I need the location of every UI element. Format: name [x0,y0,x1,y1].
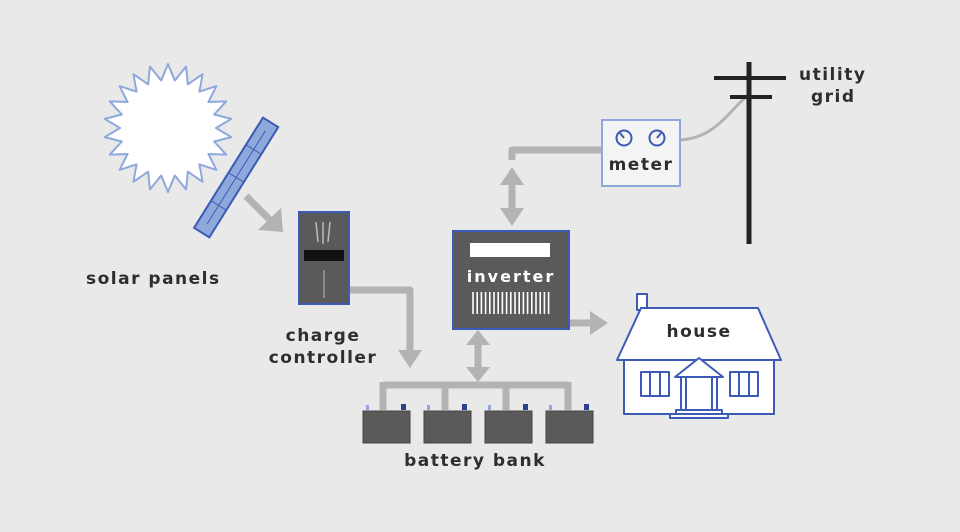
charge-controller-label-line1: charge [285,326,361,346]
solar-panels-label: solar panels [86,269,221,289]
house-window-right [729,371,759,397]
connection-lines [243,146,605,410]
arrow-down-inverter [500,208,524,226]
flow-arrows [258,167,608,382]
battery-1 [362,404,411,444]
inverter-display [470,243,550,257]
arrow-up-meter [500,167,524,185]
meter-to-grid-wire [679,96,746,142]
charge-controller-label-line2: controller [268,348,378,368]
arrow-panel-to-controller [258,208,283,232]
battery-bank-label: battery bank [404,451,546,471]
solar-panel-icon [192,116,280,239]
charge-controller-icon [298,211,350,305]
meter-feed-line [508,146,605,160]
house-label: house [666,322,732,342]
arrow-to-house [590,311,608,335]
house-window-left [640,371,670,397]
battery-4 [545,404,594,444]
battery-2 [423,404,472,444]
battery-bank-icon [362,404,594,444]
arrow-up-inverter [466,330,490,345]
battery-drop-lines [379,382,572,410]
meter-dial-left [615,129,633,147]
arrow-down-battery [466,367,490,382]
meter-icon [601,119,681,187]
controller-to-battery-line [350,286,414,352]
utility-grid-label: utility grid [799,64,866,108]
charge-controller-label: charge controller [258,325,388,369]
meter-label: meter [608,155,674,175]
house-icon [616,293,782,419]
inverter-icon [452,230,570,330]
utility-pole-icon [714,62,786,244]
meter-dial-right [648,129,666,147]
inverter-label: inverter [466,267,556,286]
battery-3 [484,404,533,444]
arrow-into-battery [398,350,422,368]
panel-to-controller-line [243,193,275,225]
utility-grid-label-line2: grid [811,87,856,107]
sun-icon [103,63,233,193]
utility-grid-label-line1: utility [799,65,867,85]
inverter-vents [472,292,550,314]
